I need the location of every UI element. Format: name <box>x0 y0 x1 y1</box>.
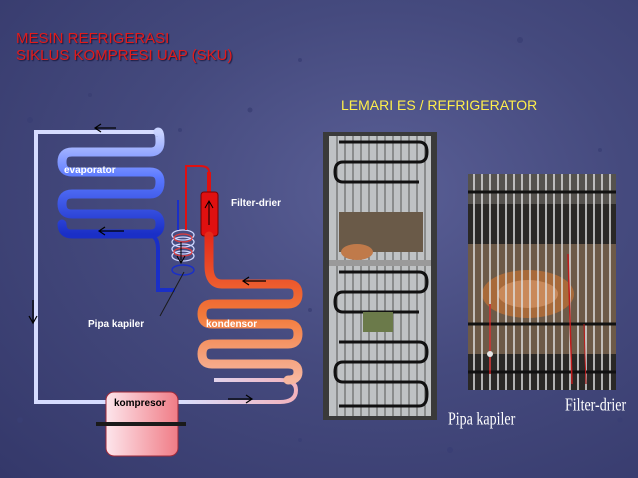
suction-line <box>34 130 158 404</box>
evaporator-label: evaporator <box>64 165 116 176</box>
slide-title-line2: SIKLUS KOMPRESI UAP (SKU) <box>16 47 233 64</box>
filter-drier-arrow-head <box>204 199 214 209</box>
condenser-coil <box>197 231 303 385</box>
slide-title-line1: MESIN REFRIGERASI <box>16 30 170 47</box>
evaporator-outlet-pipe <box>151 234 175 292</box>
photo-capillary-closeup <box>468 174 616 390</box>
slide-subtitle: LEMARI ES / REFRIGERATOR <box>341 97 538 113</box>
evaporator-coil <box>57 127 165 239</box>
photo-capillary-closeup-art <box>468 174 616 390</box>
photo-filter-drier-label: Filter-drier <box>565 396 627 416</box>
filter-drier-label: Filter-drier <box>231 198 282 209</box>
capillary-bulb <box>171 264 195 276</box>
capillary-coil <box>171 229 195 262</box>
photo-pipa-kapiler-label: Pipa kapiler <box>448 410 516 430</box>
capillary-down-arrow-head <box>176 255 186 265</box>
photo-refrigerator-back <box>323 132 437 420</box>
capillary-coil-red <box>173 233 193 257</box>
pipa-kapiler-label: Pipa kapiler <box>88 319 145 330</box>
photo-refrigerator-back-art <box>323 132 437 420</box>
flow-arrows <box>28 123 266 404</box>
filter-drier-top-bend <box>185 165 210 230</box>
pipa-kapiler-leader <box>159 271 185 317</box>
kompresor-label: kompresor <box>114 398 166 409</box>
kondensor-label: kondensor <box>206 319 258 330</box>
